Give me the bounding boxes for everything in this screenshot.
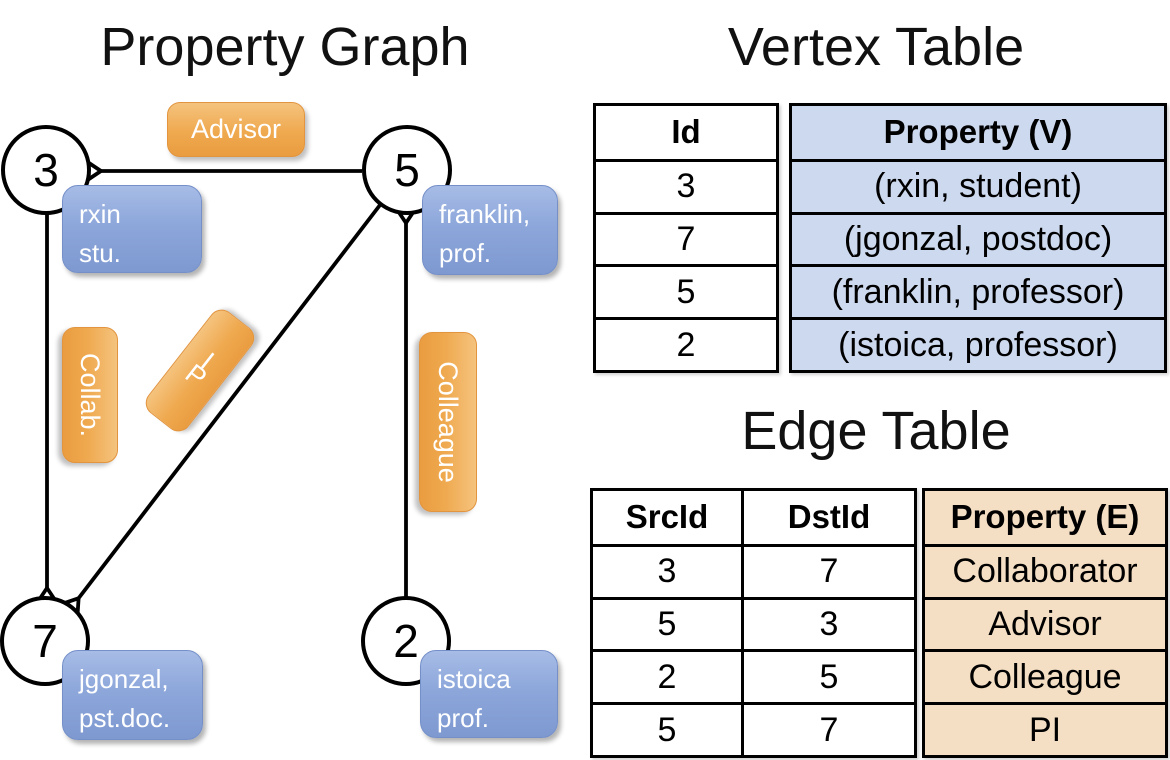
- edge-src-cell: 5: [593, 596, 741, 650]
- edge-property-cell: Colleague: [925, 649, 1165, 702]
- vertex-property-box-istoica: istoica prof.: [420, 650, 558, 738]
- vertex-id: 7: [32, 615, 58, 667]
- edge-property-cell: Advisor: [925, 596, 1165, 650]
- vertex-id-cell: 3: [596, 158, 776, 212]
- vertex-id: 5: [394, 144, 420, 196]
- edge-label-collab: Collab.: [62, 327, 118, 463]
- edge-table-title: Edge Table: [741, 401, 1011, 461]
- vertex-property-box-jgonzal: jgonzal, pst.doc.: [62, 650, 203, 740]
- vertex-property-box-rxin: rxin stu.: [62, 185, 202, 273]
- edge-dst-cell: 3: [741, 596, 914, 650]
- vertex-id-cell: 2: [596, 317, 776, 370]
- vertex-property-cell: (franklin, professor): [792, 264, 1164, 317]
- vertex-property-header: Property (V): [883, 113, 1073, 151]
- edge-srcdst-table: SrcId DstId 3 7 5 3 2 5 5 7: [590, 488, 917, 758]
- edge-property-cell: Collaborator: [925, 543, 1165, 597]
- edge-src-cell: 3: [593, 543, 741, 597]
- vertex-property-cell: (rxin, student): [792, 158, 1164, 212]
- vertex-id-cell: 7: [596, 211, 776, 265]
- edge-property-cell: PI: [925, 702, 1165, 755]
- graph-edges: [35, 159, 418, 619]
- edge-src-cell: 5: [593, 702, 741, 755]
- vertex-property-cell: (istoica, professor): [792, 317, 1164, 370]
- edge-label-colleague: Colleague: [419, 332, 477, 512]
- edge-src-header: SrcId: [625, 498, 709, 536]
- vertex-property-line: rxin: [79, 199, 121, 229]
- vertex-property-cell: (jgonzal, postdoc): [792, 211, 1164, 265]
- graph-title: Property Graph: [100, 17, 470, 77]
- edge-pi-line: [59, 203, 382, 619]
- edge-label-advisor: Advisor: [167, 102, 305, 157]
- edge-property-header: Property (E): [950, 498, 1140, 536]
- vertex-id: 2: [393, 615, 419, 667]
- vertex-property-line: stu.: [79, 238, 121, 268]
- vertex-property-table: Property (V) (rxin, student) (jgonzal, p…: [789, 103, 1167, 373]
- vertex-node-2: 2: [361, 596, 451, 686]
- edge-dst-header: DstId: [741, 491, 914, 544]
- vertex-property-line: jgonzal,: [79, 664, 169, 694]
- vertex-property-box-franklin: franklin, prof.: [422, 185, 558, 275]
- vertex-id-cell: 5: [596, 264, 776, 317]
- vertex-id-header: Id: [671, 113, 701, 151]
- vertex-id: 3: [33, 144, 59, 196]
- edge-src-cell: 2: [593, 649, 741, 702]
- vertex-property-line: istoica: [437, 664, 511, 694]
- edge-dst-cell: 7: [741, 702, 914, 755]
- vertex-property-line: pst.doc.: [79, 703, 171, 733]
- vertex-id-table: Id 3 7 5 2: [593, 103, 779, 373]
- edge-dst-cell: 5: [741, 649, 914, 703]
- edge-property-table: Property (E) Collaborator Advisor Collea…: [922, 488, 1168, 758]
- vertex-property-line: prof.: [437, 703, 490, 733]
- vertex-table-title: Vertex Table: [727, 17, 1025, 77]
- vertex-property-line: franklin,: [439, 199, 531, 229]
- vertex-property-line: prof.: [439, 238, 492, 268]
- edge-dst-cell: 7: [741, 543, 914, 597]
